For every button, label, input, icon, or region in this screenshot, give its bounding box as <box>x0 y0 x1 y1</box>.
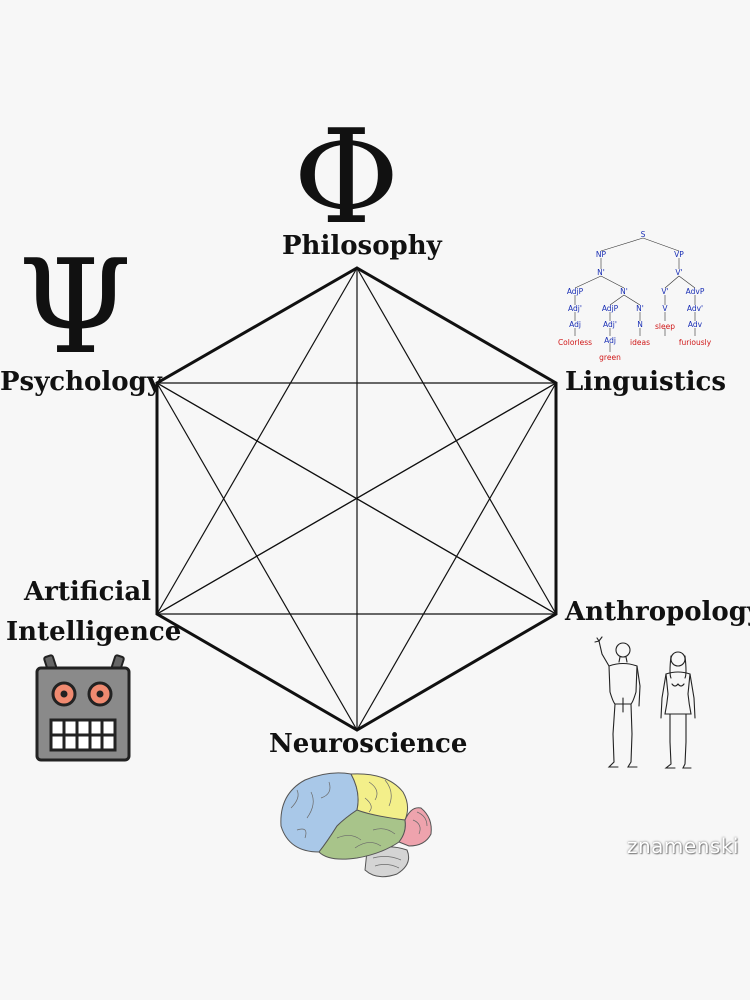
tree-node-adjbar: Adj' <box>568 304 582 313</box>
chord-neuro-psych <box>156 382 358 731</box>
node-philosophy: Philosophy <box>282 231 442 261</box>
tree-word-ideas: ideas <box>630 338 650 347</box>
tree-node-adv: Adv <box>688 320 703 329</box>
syntax-tree-illustration: S NP VP N' V' AdjP N' V' AdvP Adj' AdjP … <box>558 230 712 362</box>
tree-node-adjp: AdjP <box>602 304 619 313</box>
human-figures-illustration <box>594 636 696 769</box>
tree-node-n: N <box>637 320 643 329</box>
node-psychology: Psychology <box>0 367 162 397</box>
tree-word-sleep: sleep <box>655 322 675 331</box>
tree-node-v: V <box>662 304 668 313</box>
chord-psych-phil <box>156 267 358 384</box>
brain-illustration <box>280 772 432 878</box>
tree-node-nbar: N' <box>620 287 628 296</box>
watermark-text: znamenski <box>627 834 739 858</box>
node-artificial-intelligence-line2: Intelligence <box>6 617 182 647</box>
chord-phil-ai <box>156 267 358 615</box>
node-artificial-intelligence-line1: Artificial <box>24 577 152 607</box>
chord-neuro-anthro <box>356 613 557 731</box>
tree-node-vbar: V' <box>661 287 668 296</box>
chord-ai-neuro <box>156 613 358 731</box>
tree-node-vbar: V' <box>675 268 682 277</box>
tree-node-adj: Adj <box>569 320 581 329</box>
brain-occipital-lobe <box>398 807 432 847</box>
tree-word-colorless: Colorless <box>558 338 592 347</box>
tree-node-nbar: N' <box>597 268 605 277</box>
chord-ling-neuro <box>356 382 557 731</box>
node-anthropology: Anthropology <box>565 597 750 627</box>
tree-node-nbar: N' <box>636 304 644 313</box>
tree-node-advp: AdvP <box>686 287 705 296</box>
chord-ai-ling <box>156 382 557 615</box>
tree-node-s: S <box>641 230 646 239</box>
tree-node-adjbar: Adj' <box>603 320 617 329</box>
tree-word-furiously: furiously <box>679 338 712 347</box>
tree-word-green: green <box>599 353 621 362</box>
tree-node-adj: Adj <box>604 336 616 345</box>
node-neuroscience: Neuroscience <box>269 729 468 759</box>
tree-node-vp: VP <box>674 250 684 259</box>
tree-node-np: NP <box>596 250 607 259</box>
robot-icon <box>35 654 131 762</box>
psi-symbol: Ψ <box>18 231 133 383</box>
node-linguistics: Linguistics <box>565 367 727 397</box>
tree-node-adjp: AdjP <box>567 287 584 296</box>
phi-symbol: Φ <box>293 101 400 253</box>
tree-node-advbar: Adv' <box>687 304 703 313</box>
